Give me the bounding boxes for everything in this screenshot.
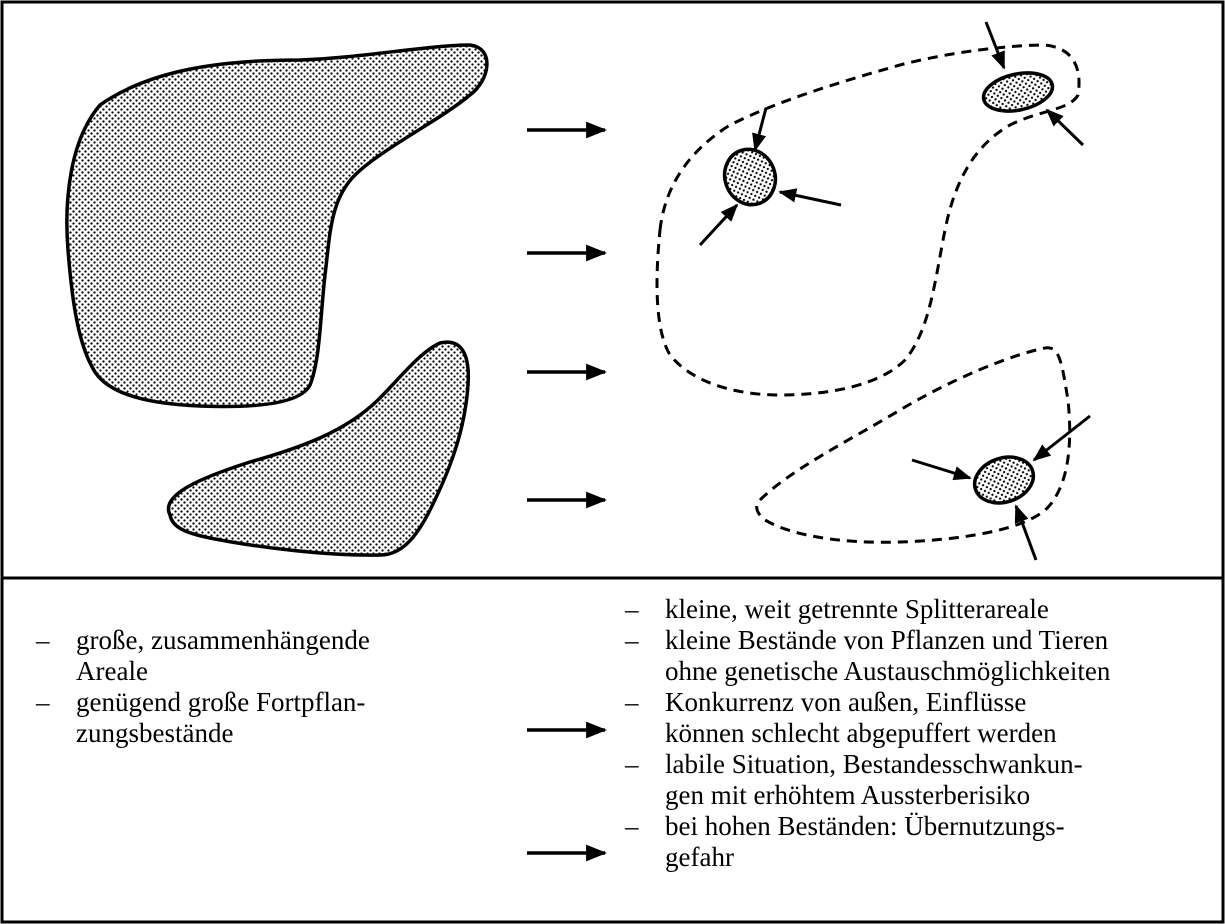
fragment-area-2 [717, 142, 783, 212]
list-item-line: gefahr [665, 842, 734, 872]
pressure-arrow [912, 460, 970, 478]
list-item: – bei hohen Beständen: Übernutzungs- gef… [625, 811, 1225, 873]
list-item-line: genügend große Fortpflan- [76, 687, 365, 717]
large-area-characteristics-list: – große, zusammenhängende Areale – genüg… [36, 625, 496, 749]
bullet-dash: – [625, 625, 639, 656]
list-item: – genügend große Fortpflan- zungsbeständ… [36, 687, 496, 749]
list-item: – labile Situation, Bestandesschwankun- … [625, 749, 1225, 811]
pressure-arrow [1034, 416, 1090, 460]
list-item-line: labile Situation, Bestandesschwankun- [665, 749, 1083, 779]
fragment-area-3 [969, 450, 1040, 510]
bullet-dash: – [625, 811, 639, 842]
list-item: – kleine, weit getrennte Splitterareale [625, 594, 1225, 625]
pressure-arrow [1047, 110, 1083, 145]
list-item-line: können schlecht abgepuffert werden [665, 718, 1057, 748]
former-range-outline-bottom [757, 348, 1070, 543]
fragmented-area-consequences-list: – kleine, weit getrennte Splitterareale … [625, 594, 1225, 873]
list-item-line: Konkurrenz von außen, Einflüsse [665, 687, 1026, 717]
list-item-line: gen mit erhöhtem Aussterberisiko [665, 780, 1030, 810]
fragment-area-1 [980, 67, 1056, 117]
list-item-line: Areale [76, 656, 148, 686]
list-item-line: zungsbestände [76, 718, 233, 748]
bullet-dash: – [625, 687, 639, 718]
pressure-arrow [780, 192, 841, 205]
pressure-arrow [986, 22, 1004, 68]
list-item-line: große, zusammenhängende [76, 625, 370, 655]
list-item: – Konkurrenz von außen, Einflüsse können… [625, 687, 1225, 749]
bullet-dash: – [625, 594, 639, 625]
list-item: – kleine Bestände von Pflanzen und Tiere… [625, 625, 1225, 687]
bullet-dash: – [36, 687, 50, 718]
pressure-arrow [700, 205, 737, 245]
pressure-arrow [1016, 506, 1036, 560]
list-item-line: ohne genetische Austauschmöglichkeiten [665, 656, 1110, 686]
bullet-dash: – [625, 749, 639, 780]
list-item-line: kleine Bestände von Pflanzen und Tieren [665, 625, 1108, 655]
list-item-line: kleine, weit getrennte Splitterareale [665, 594, 1049, 624]
bullet-dash: – [36, 625, 50, 656]
list-item-line: bei hohen Beständen: Übernutzungs- [665, 811, 1065, 841]
list-item: – große, zusammenhängende Areale [36, 625, 496, 687]
